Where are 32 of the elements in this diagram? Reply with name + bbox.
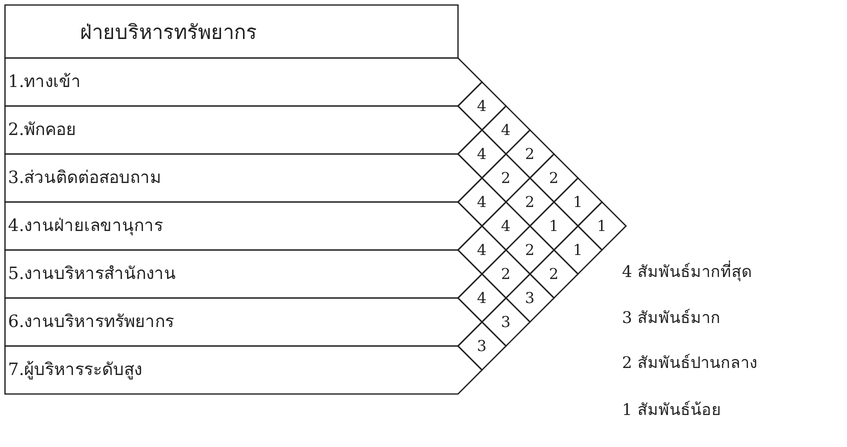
relationship-score: 4 xyxy=(477,146,487,162)
relationship-score: 4 xyxy=(477,242,487,258)
legend-entry: 1 สัมพันธ์น้อย xyxy=(622,402,720,418)
space-name: 1.ทางเข้า xyxy=(8,74,82,90)
relationship-score: 1 xyxy=(597,218,607,234)
relationship-score: 1 xyxy=(573,242,583,258)
relationship-score: 4 xyxy=(477,98,487,114)
relationship-score: 2 xyxy=(501,266,511,282)
space-name: 3.ส่วนติดต่อสอบถาม xyxy=(8,170,162,186)
space-name: 4.งานฝ่ายเลขานุการ xyxy=(8,218,164,234)
relationship-score: 4 xyxy=(501,122,511,138)
space-name: 2.พักคอย xyxy=(8,122,76,138)
relationship-score: 3 xyxy=(477,338,487,354)
space-name: 5.งานบริหารสำนักงาน xyxy=(8,266,176,282)
legend-entry: 2 สัมพันธ์ปานกลาง xyxy=(622,355,758,371)
legend-entry: 3 สัมพันธ์มาก xyxy=(622,310,720,326)
relationship-score: 2 xyxy=(525,194,535,210)
relationship-score: 2 xyxy=(525,242,535,258)
relationship-score: 2 xyxy=(525,146,535,162)
relationship-score: 1 xyxy=(549,218,559,234)
relationship-score: 2 xyxy=(501,170,511,186)
space-name: 6.งานบริหารทรัพยากร xyxy=(8,314,174,330)
table-header: ฝ่ายบริหารทรัพยากร xyxy=(80,22,257,42)
relationship-score: 2 xyxy=(549,170,559,186)
relationship-score: 1 xyxy=(573,194,583,210)
space-name: 7.ผู้บริหารระดับสูง xyxy=(8,362,142,378)
relationship-score: 3 xyxy=(501,314,511,330)
relationship-score: 2 xyxy=(549,266,559,282)
relationship-score: 4 xyxy=(477,290,487,306)
relationship-score: 4 xyxy=(501,218,511,234)
relationship-score: 3 xyxy=(525,290,535,306)
relationship-score: 4 xyxy=(477,194,487,210)
